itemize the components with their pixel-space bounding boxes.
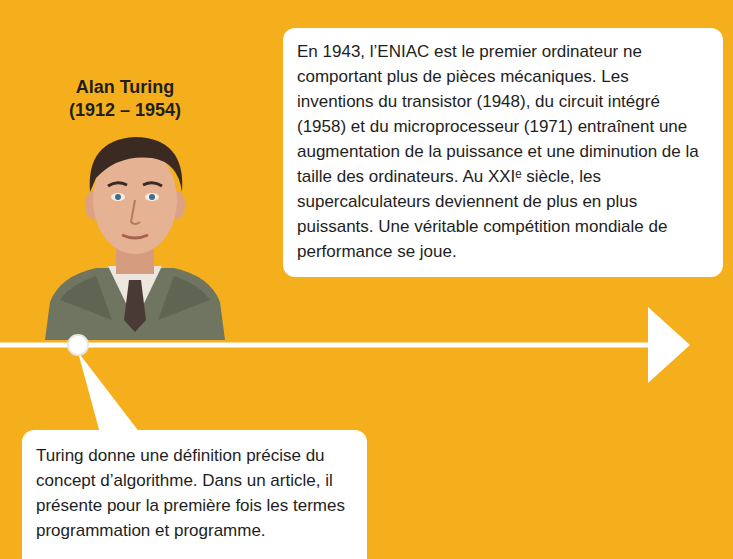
portrait-illustration <box>45 137 225 340</box>
timeline-marker <box>68 335 88 355</box>
person-heading: Alan Turing (1912 – 1954) <box>55 76 195 121</box>
box-text: En 1943, l’ENIAC est le premier ordinate… <box>297 40 709 265</box>
timeline-arrowhead <box>648 307 690 383</box>
eye <box>111 193 125 201</box>
eyebrow <box>143 183 162 186</box>
eye <box>145 193 159 201</box>
mouth <box>122 235 148 238</box>
pupil <box>149 194 155 200</box>
tie <box>124 280 146 332</box>
eyebrow <box>108 183 127 186</box>
lapel <box>60 276 112 320</box>
callout-pointer <box>78 352 140 433</box>
timeline-line <box>0 343 655 348</box>
callout-box: Turing donne une définition précise du c… <box>22 430 367 559</box>
pupil <box>115 194 121 200</box>
nose <box>131 200 140 224</box>
hair <box>90 137 183 192</box>
box-text: Turing donne une définition précise du c… <box>36 444 353 544</box>
lapel <box>158 276 210 320</box>
history-box: En 1943, l’ENIAC est le premier ordinate… <box>283 28 723 277</box>
